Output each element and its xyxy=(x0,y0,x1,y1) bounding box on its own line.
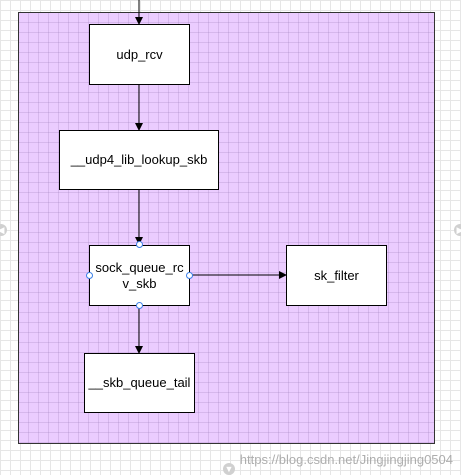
node-skb-queue-tail-label: __skb_queue_tail xyxy=(88,375,191,390)
watermark-text: https://blog.csdn.net/Jingjingjing0504 xyxy=(239,452,453,467)
node-udp-rcv-label: udp_rcv xyxy=(116,46,163,62)
node-udp-rcv[interactable]: udp_rcv xyxy=(89,24,190,85)
chevron-right-icon[interactable]: ▶ xyxy=(454,224,461,236)
node-skb-queue-tail[interactable]: __skb_queue_tail xyxy=(84,353,195,413)
node-sock-queue-rcv-skb-label-line2: v_skb xyxy=(122,275,157,291)
node-sock-queue-rcv-skb[interactable]: sock_queue_rc v_skb xyxy=(89,245,190,306)
node-udp4-lib-lookup-skb-label: __udp4_lib_lookup_skb xyxy=(70,152,208,167)
chevron-left-icon[interactable]: ◀ xyxy=(0,224,7,236)
connection-handle-top[interactable] xyxy=(136,241,143,248)
connection-handle-right[interactable] xyxy=(186,272,193,279)
node-sk-filter[interactable]: sk_filter xyxy=(286,245,387,306)
connection-handle-left[interactable] xyxy=(86,272,93,279)
node-udp4-lib-lookup-skb[interactable]: __udp4_lib_lookup_skb xyxy=(59,130,219,190)
chevron-down-icon[interactable]: ▼ xyxy=(223,463,235,475)
connection-handle-bottom[interactable] xyxy=(136,302,143,309)
node-sk-filter-label: sk_filter xyxy=(314,267,359,283)
node-sock-queue-rcv-skb-label-line1: sock_queue_rc xyxy=(95,259,184,275)
